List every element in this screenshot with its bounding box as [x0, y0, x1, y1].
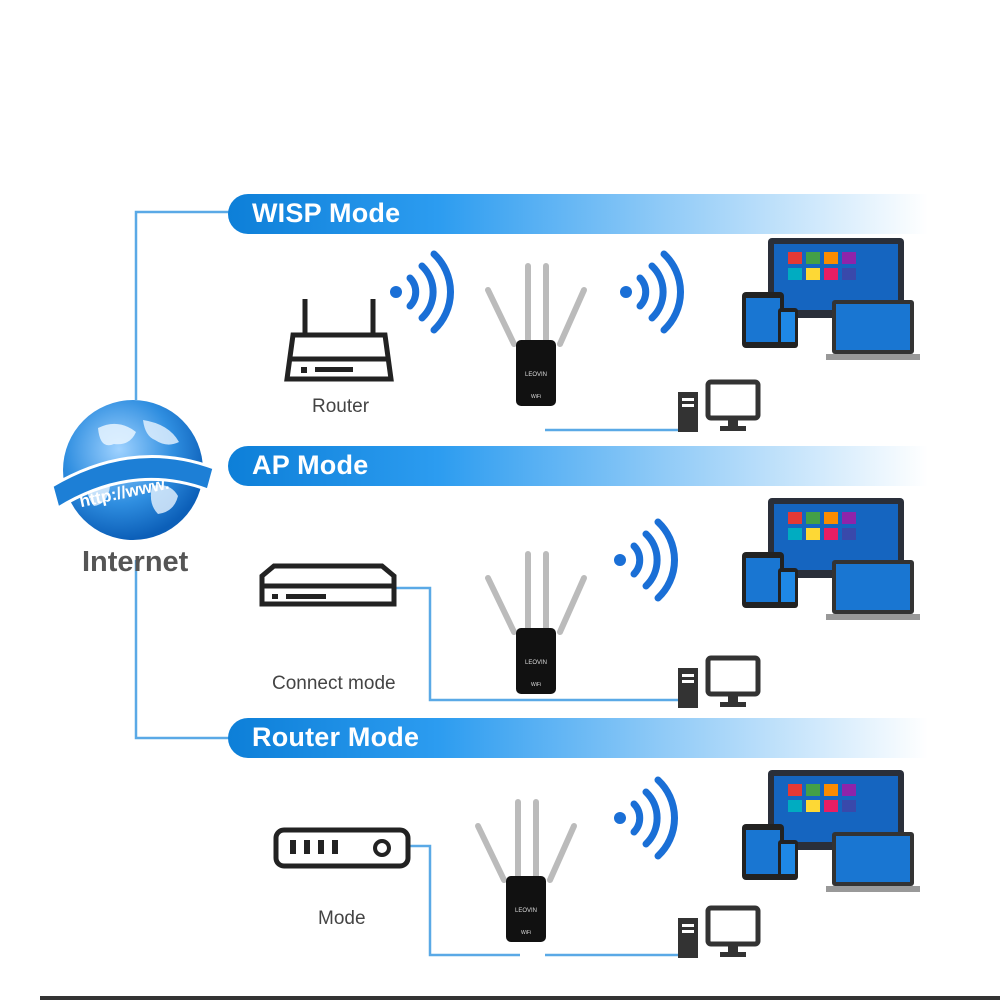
ap-mode-banner: AP Mode	[228, 446, 928, 486]
wifi-signal-icon	[614, 776, 678, 860]
wisp-mode-banner: WISP Mode	[228, 194, 928, 234]
mode-label: Mode	[318, 908, 366, 929]
modem-icon	[273, 827, 411, 869]
wifi-extender-device: LEOVIN WiFi	[475, 799, 577, 942]
device-panel-text: WiFi	[531, 682, 541, 688]
client-devices-icon	[742, 498, 920, 620]
device-brand: LEOVIN	[525, 660, 547, 666]
globe-icon: http://www.	[50, 400, 216, 540]
wifi-signal-icon	[390, 250, 454, 334]
wifi-extender-device: LEOVIN WiFi	[485, 551, 587, 694]
wifi-signal-icon	[614, 518, 678, 602]
router-icon	[284, 299, 394, 382]
router-mode-title: Router Mode	[252, 722, 420, 752]
device-brand: LEOVIN	[525, 372, 547, 378]
desktop-pc-icon	[678, 655, 761, 708]
device-brand: LEOVIN	[515, 908, 537, 914]
connect-mode-label: Connect mode	[272, 673, 396, 694]
wifi-signal-icon	[620, 250, 684, 334]
bottom-divider	[40, 996, 1000, 1000]
switch-icon	[259, 563, 397, 607]
wisp-mode-title: WISP Mode	[252, 198, 401, 228]
device-panel-text: WiFi	[521, 930, 531, 936]
desktop-pc-icon	[678, 379, 761, 432]
ap-mode-title: AP Mode	[252, 450, 369, 480]
client-devices-icon	[742, 238, 920, 360]
client-devices-icon	[742, 770, 920, 892]
router-label: Router	[312, 396, 370, 417]
desktop-pc-icon	[678, 905, 761, 958]
device-panel-text: WiFi	[531, 394, 541, 400]
router-mode-banner: Router Mode	[228, 718, 928, 758]
internet-label: Internet	[82, 546, 189, 578]
wifi-extender-device: LEOVIN WiFi	[485, 263, 587, 406]
